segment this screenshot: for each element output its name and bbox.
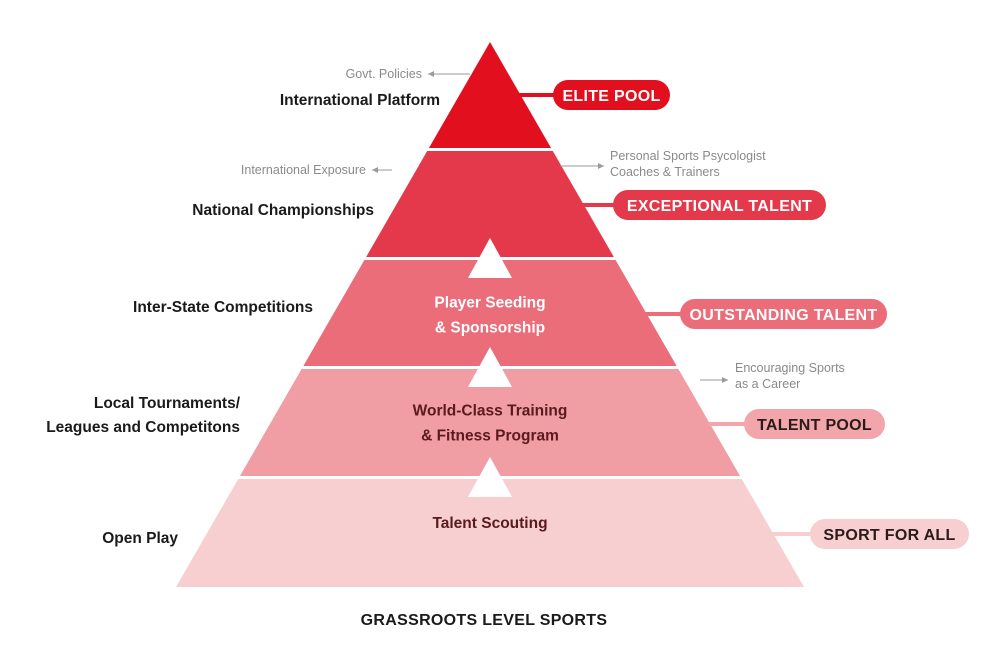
- upward-arrows: [468, 238, 512, 497]
- right-badges: ELITE POOL EXCEPTIONAL TALENT OUTSTANDING …: [518, 80, 969, 549]
- pyramid-tier-2: [366, 151, 614, 257]
- up-arrow-icon: [468, 238, 512, 278]
- note-arrow-icon: [722, 377, 728, 383]
- note-1-text: Govt. Policies: [346, 67, 422, 81]
- tier-4-inner-label: World-Class Training: [413, 403, 568, 420]
- pyramid-tiers: [176, 42, 804, 587]
- tier-2-left-label: National Championships: [192, 202, 374, 219]
- tier-3-inner-label: Player Seeding: [434, 295, 545, 312]
- pyramid-tier-3: [303, 260, 677, 366]
- tier-4-left-label: Local Tournaments/: [94, 395, 241, 412]
- note-3-text: Personal Sports Psycologist: [610, 149, 766, 163]
- pyramid-tier-5: [176, 479, 804, 587]
- pyramid-tier-1: [428, 42, 552, 148]
- tier-1-badge: [553, 80, 670, 110]
- note-4-text: Encouraging Sports: [735, 361, 845, 375]
- tier-3-left-label: Inter-State Competitions: [133, 299, 313, 316]
- note-arrow-icon: [428, 71, 434, 77]
- tier-4-badge: [744, 409, 885, 439]
- tier-1-badge-label: ELITE POOL: [562, 88, 660, 105]
- pyramid-tier-4: [239, 369, 741, 476]
- tier-4-badge-label: TALENT POOL: [757, 417, 872, 434]
- tier-1-left-label: International Platform: [280, 92, 440, 109]
- note-3-text: Coaches & Trainers: [610, 165, 720, 179]
- tier-2-badge: [613, 190, 826, 220]
- tier-3-badge-label: OUTSTANDING TALENT: [690, 307, 878, 324]
- up-arrow-icon: [468, 457, 512, 497]
- tier-3-inner-label: & Sponsorship: [435, 320, 545, 337]
- tier-5-badge-label: SPORT FOR ALL: [823, 527, 955, 544]
- tier-5-inner-label: Talent Scouting: [432, 515, 547, 532]
- tier-4-left-label: Leagues and Competitons: [46, 419, 240, 436]
- footer-title: GRASSROOTS LEVEL SPORTS: [361, 612, 608, 629]
- up-arrow-icon: [468, 347, 512, 387]
- note-4-text: as a Career: [735, 377, 800, 391]
- tier-4-inner-label: & Fitness Program: [421, 428, 559, 445]
- tier-5-badge: [810, 519, 969, 549]
- note-arrow-icon: [598, 163, 604, 169]
- note-2-text: International Exposure: [241, 163, 366, 177]
- note-arrow-icon: [372, 167, 378, 173]
- tier-3-badge: [680, 299, 887, 329]
- tier-5-left-label: Open Play: [102, 530, 178, 547]
- tier-2-badge-label: EXCEPTIONAL TALENT: [627, 198, 812, 215]
